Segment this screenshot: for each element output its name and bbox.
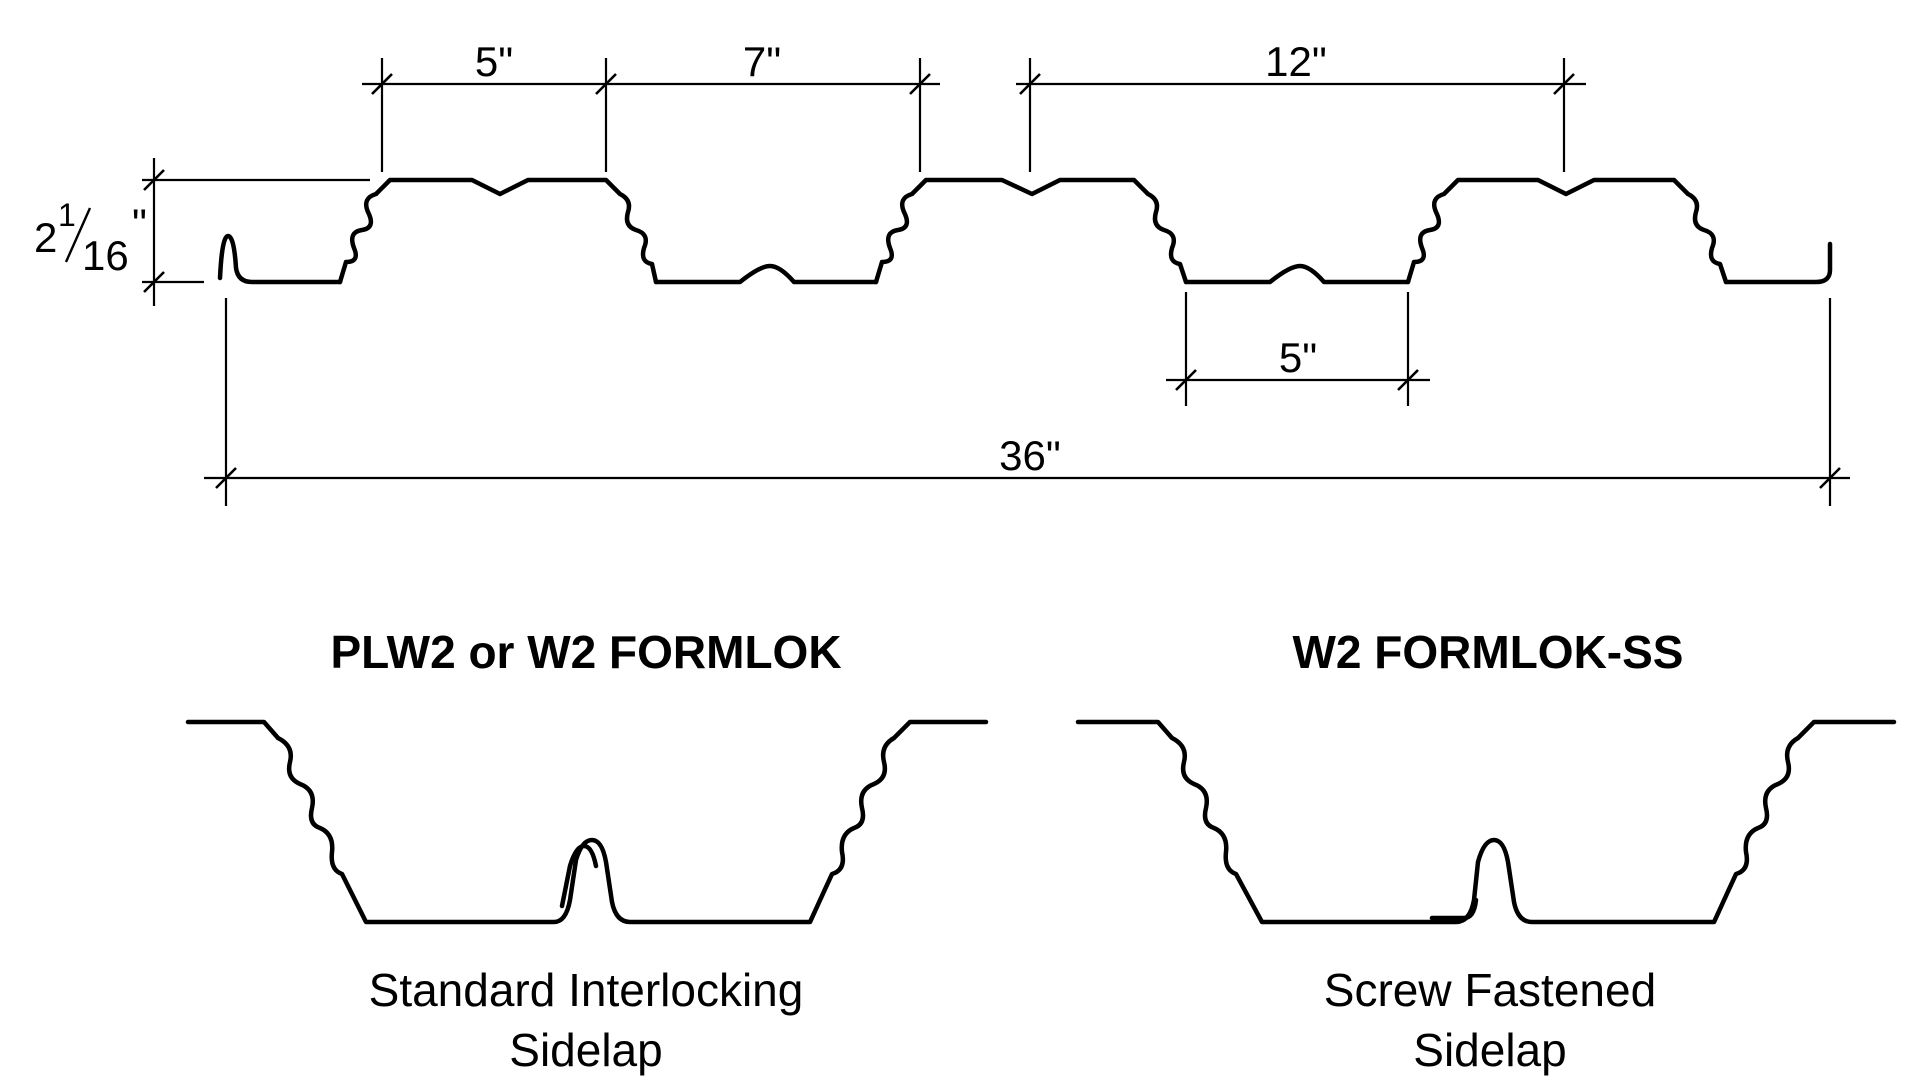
valley-2: [1183, 263, 1411, 285]
detail-2-screw-lap: [1429, 897, 1479, 921]
detail-2-caption-line2: Sidelap: [1413, 1024, 1566, 1076]
detail-standard-interlocking: PLW2 or W2 FORMLOK Standard Interlocking…: [185, 626, 989, 1076]
rib-2: [873, 177, 1189, 285]
detail-screw-fastened: W2 FORMLOK-SS Screw Fastened Sidelap: [1075, 626, 1897, 1076]
rib-3: [1405, 177, 1729, 285]
detail-2-title: W2 FORMLOK-SS: [1293, 626, 1684, 678]
dim-depth-whole: 2: [34, 214, 57, 261]
dim-rib-top-width: 5": [475, 38, 513, 85]
dim-overall-width: 36": [999, 432, 1061, 479]
dim-rib-gap: 7": [743, 38, 781, 85]
dim-depth-numerator: 1: [58, 197, 76, 233]
detail-2-caption-line1: Screw Fastened: [1324, 964, 1656, 1016]
dim-bottom-flat: 5": [1279, 334, 1317, 381]
rib-1: [337, 177, 659, 285]
left-edge-hem: [217, 233, 343, 285]
detail-1-profile: [185, 719, 989, 925]
right-edge: [1723, 241, 1833, 285]
detail-1-interlock-inner: [559, 843, 599, 909]
dimension-lines: [142, 58, 1850, 506]
dim-depth-denominator: 16: [82, 232, 129, 279]
valley-1: [653, 263, 879, 285]
detail-1-title: PLW2 or W2 FORMLOK: [330, 626, 841, 678]
detail-1-caption-line2: Sidelap: [509, 1024, 662, 1076]
detail-2-profile: [1075, 719, 1897, 925]
dim-pitch: 12": [1265, 38, 1327, 85]
dim-depth: 2 1 16 ": [34, 197, 147, 279]
deck-profile: [217, 177, 1833, 285]
detail-1-caption-line1: Standard Interlocking: [369, 964, 804, 1016]
dim-depth-mark: ": [132, 200, 147, 247]
